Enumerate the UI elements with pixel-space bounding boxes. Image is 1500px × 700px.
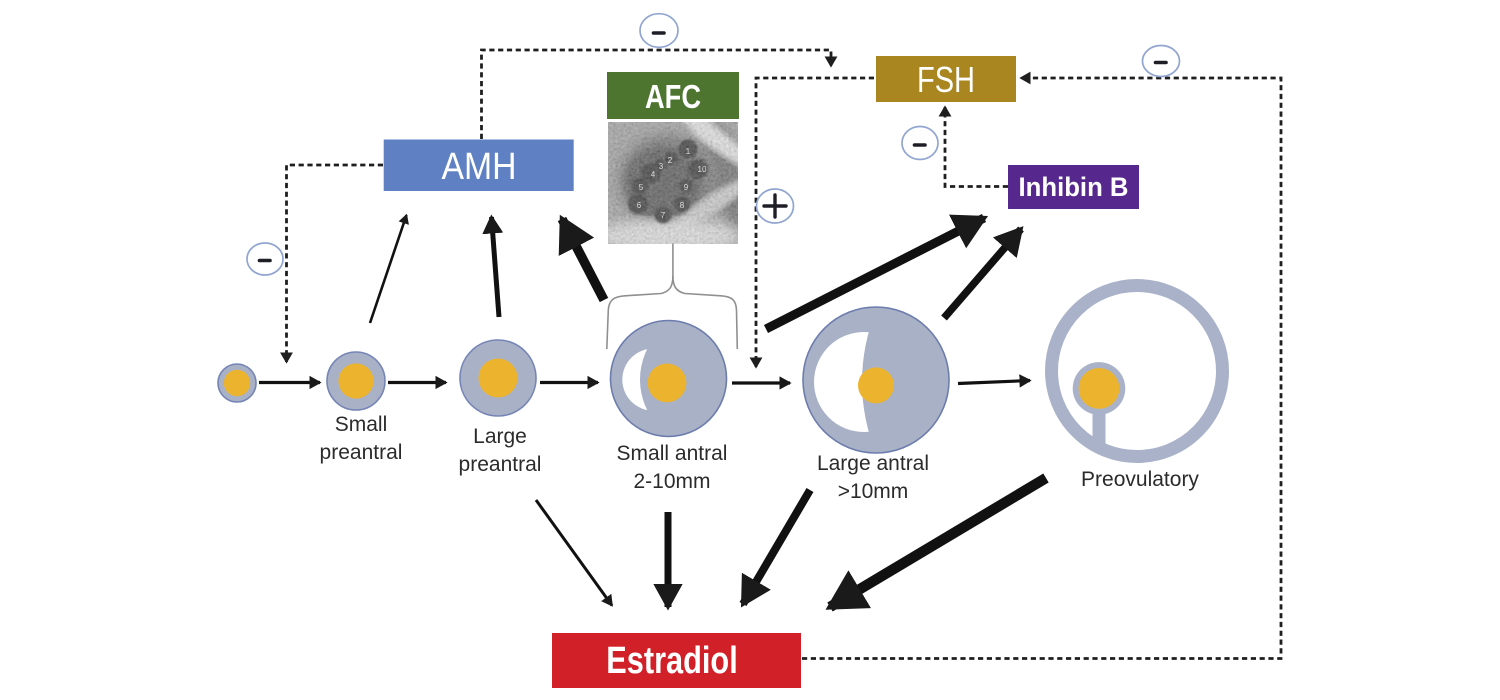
svg-text:Small antral: Small antral — [617, 442, 728, 465]
svg-text:AMH: AMH — [442, 146, 517, 188]
svg-text:>10mm: >10mm — [838, 480, 909, 503]
svg-text:AFC: AFC — [645, 78, 701, 115]
svg-text:Preovulatory: Preovulatory — [1081, 468, 1199, 491]
svg-text:Estradiol: Estradiol — [606, 640, 738, 682]
svg-text:Small: Small — [335, 413, 388, 436]
svg-text:2-10mm: 2-10mm — [633, 470, 710, 493]
svg-text:Inhibin B: Inhibin B — [1019, 172, 1129, 202]
svg-text:preantral: preantral — [459, 453, 542, 476]
svg-text:Large antral: Large antral — [817, 452, 929, 475]
svg-text:FSH: FSH — [917, 59, 975, 100]
svg-text:preantral: preantral — [320, 441, 403, 464]
svg-text:Large: Large — [473, 425, 527, 448]
